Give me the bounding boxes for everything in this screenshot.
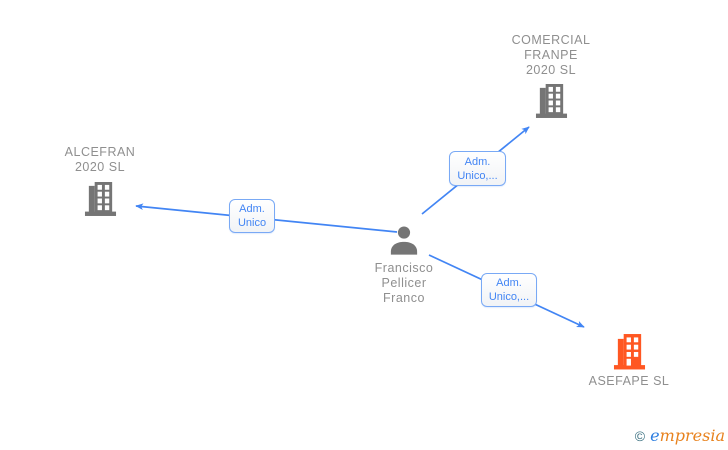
node-company-comercial-franpe[interactable]: COMERCIAL FRANPE 2020 SL bbox=[491, 33, 611, 118]
edge-label-adm-unico-comercial[interactable]: Adm. Unico,... bbox=[449, 151, 506, 186]
building-icon-highlighted bbox=[613, 334, 645, 370]
building-icon bbox=[84, 182, 116, 216]
node-company-asefape[interactable]: ASEFAPE SL bbox=[569, 333, 689, 389]
person-name-label: Francisco Pellicer Franco bbox=[374, 261, 434, 305]
building-icon bbox=[535, 84, 567, 118]
company-name-label: ALCEFRAN 2020 SL bbox=[64, 145, 136, 174]
node-company-alcefran[interactable]: ALCEFRAN 2020 SL bbox=[40, 145, 160, 216]
node-person-francisco-pellicer-franco[interactable]: Francisco Pellicer Franco bbox=[344, 225, 464, 306]
edge-label-adm-unico-asefape[interactable]: Adm. Unico,... bbox=[481, 273, 537, 307]
edge-label-adm-unico[interactable]: Adm. Unico bbox=[229, 199, 275, 233]
company-name-label: ASEFAPE SL bbox=[588, 374, 670, 388]
empresia-logo: empresia bbox=[650, 426, 725, 445]
copyright-icon: © bbox=[634, 427, 646, 444]
empresia-watermark: © empresia bbox=[635, 426, 725, 445]
company-name-label: COMERCIAL FRANPE 2020 SL bbox=[511, 33, 591, 77]
person-icon bbox=[390, 226, 418, 255]
